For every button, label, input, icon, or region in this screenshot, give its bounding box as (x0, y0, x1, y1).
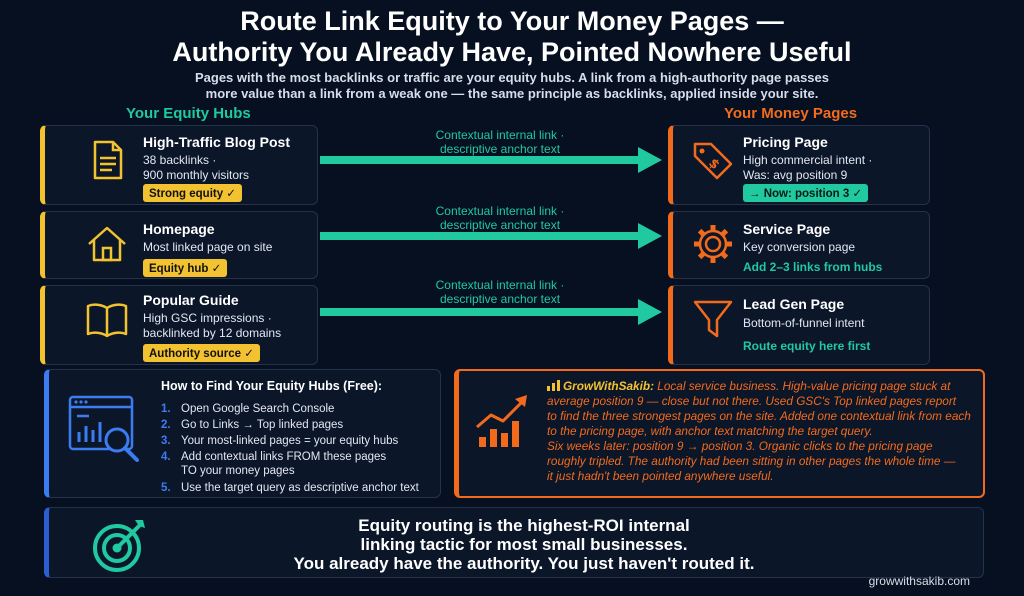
funnel-icon (693, 300, 733, 338)
link-label-line-1: Contextual internal link · (435, 128, 565, 142)
money-title: Pricing Page (743, 134, 828, 150)
step-text: TO your money pages (181, 465, 295, 477)
analytics-search-icon (68, 395, 139, 462)
gear-icon (694, 225, 732, 263)
target-icon (93, 520, 145, 572)
case-line: it just hadn't been pointed anywhere use… (547, 469, 774, 483)
home-icon (88, 226, 126, 262)
money-title: Service Page (743, 221, 831, 237)
step-text: Use the target query as descriptive anch… (181, 482, 419, 494)
hub-detail-line-1: 38 backlinks · (143, 153, 217, 167)
money-badge: → Now: position 3 ✓ (743, 184, 869, 202)
arrow-guide-to-leadgen (320, 299, 662, 325)
link-label-line-1: Contextual internal link · (435, 204, 565, 218)
money-heading: Your Money Pages (724, 105, 858, 122)
arrow-blog-to-pricing (320, 147, 662, 173)
case-line: average position 9 — close but not there… (547, 394, 957, 408)
link-label-line-2: descriptive anchor text (439, 142, 561, 156)
case-line: roughly tripled. The authority had been … (547, 454, 956, 468)
money-action: Route equity here first (743, 339, 871, 353)
money-detail: Key conversion page (743, 240, 856, 254)
link-label: Contextual internal link · descriptive a… (390, 204, 610, 232)
hub-detail: 38 backlinks · 900 monthly visitors (143, 153, 249, 183)
subtitle: Pages with the most backlinks or traffic… (60, 70, 964, 102)
hub-badge: Authority source ✓ (143, 344, 260, 362)
link-label-line-2: descriptive anchor text (439, 218, 561, 232)
title-line-2: Authority You Already Have, Pointed Nowh… (172, 37, 852, 67)
hub-title: High-Traffic Blog Post (143, 134, 290, 150)
step-number: 1. (161, 403, 171, 415)
takeaway-line-2: linking tactic for most small businesses… (360, 535, 688, 554)
case-line: to the pricing page, with anchor text ma… (547, 424, 873, 438)
hub-detail: High GSC impressions · backlinked by 12 … (143, 311, 281, 341)
link-label-line-1: Contextual internal link · (435, 278, 565, 292)
link-label: Contextual internal link · descriptive a… (390, 278, 610, 306)
hub-badge: Equity hub ✓ (143, 259, 228, 277)
hub-card-blog-post: High-Traffic Blog Post 38 backlinks · 90… (40, 125, 318, 205)
hub-detail-line-2: backlinked by 12 domains (143, 326, 282, 340)
step-number: 2. (161, 419, 171, 431)
money-action: Add 2–3 links from hubs (743, 260, 883, 274)
howto-panel: How to Find Your Equity Hubs (Free): 1. O… (44, 369, 441, 498)
step-text: Go to Links → Top linked pages (181, 419, 344, 431)
case-line-text: Local service business. High-value prici… (657, 379, 951, 393)
hub-detail: Most linked page on site (143, 240, 273, 254)
growth-chart-icon (476, 395, 527, 447)
case-line: to find the three strongest pages on the… (547, 409, 971, 423)
money-title: Lead Gen Page (743, 296, 845, 312)
title-line-1: Route Link Equity to Your Money Pages — (240, 6, 784, 36)
step-number: 3. (161, 435, 171, 447)
money-detail: High commercial intent · Was: avg positi… (743, 153, 872, 183)
howto-title: How to Find Your Equity Hubs (Free): (161, 379, 383, 393)
money-detail: Bottom-of-funnel intent (743, 316, 865, 330)
hub-detail-line-2: 900 monthly visitors (143, 168, 250, 182)
step-text: Your most-linked pages = your equity hub… (181, 435, 399, 447)
step-number: 5. (161, 482, 171, 494)
step-text: Add contextual links FROM these pages (181, 451, 387, 463)
site-url: growwithsakib.com (868, 574, 970, 588)
price-tag-icon: $ (693, 142, 733, 180)
case-study-panel: GrowWithSakib: Local service business. H… (454, 369, 985, 498)
subtitle-line-2: more value than a link from a weak one —… (205, 86, 819, 101)
hub-card-homepage: Homepage Most linked page on site Equity… (40, 211, 318, 279)
step-text: Open Google Search Console (181, 403, 335, 415)
link-arrows (320, 147, 662, 325)
step-number: 4. (161, 451, 171, 463)
hubs-heading: Your Equity Hubs (126, 105, 251, 122)
case-brand: GrowWithSakib: (563, 379, 654, 393)
case-study-text: GrowWithSakib: Local service business. H… (547, 379, 979, 484)
case-line: GrowWithSakib: Local service business. H… (547, 379, 979, 394)
link-label-line-2: descriptive anchor text (439, 292, 561, 306)
document-icon (93, 140, 123, 180)
takeaway-banner: Equity routing is the highest-ROI intern… (44, 507, 984, 578)
hub-detail-line-1: High GSC impressions · (143, 311, 272, 325)
money-detail-line-2: Was: avg position 9 (743, 168, 848, 182)
link-label: Contextual internal link · descriptive a… (390, 128, 610, 156)
money-card-lead-gen: Lead Gen Page Bottom-of-funnel intent Ro… (668, 285, 930, 365)
takeaway-line-3: You already have the authority. You just… (293, 554, 755, 573)
arrow-homepage-to-service (320, 223, 662, 249)
hub-card-popular-guide: Popular Guide High GSC impressions · bac… (40, 285, 318, 365)
page-title: Route Link Equity to Your Money Pages — … (0, 6, 1024, 68)
takeaway-line-1: Equity routing is the highest-ROI intern… (358, 516, 690, 535)
case-line: Six weeks later: position 9 → position 3… (547, 439, 933, 453)
money-detail-line-1: High commercial intent · (743, 153, 873, 167)
hub-title: Popular Guide (143, 292, 239, 308)
hub-badge: Strong equity ✓ (143, 184, 242, 202)
money-card-service: Service Page Key conversion page Add 2–3… (668, 211, 930, 279)
takeaway-text: Equity routing is the highest-ROI intern… (199, 516, 849, 573)
money-card-pricing: $ Pricing Page High commercial intent · … (668, 125, 930, 205)
subtitle-line-1: Pages with the most backlinks or traffic… (194, 70, 829, 85)
hub-title: Homepage (143, 221, 215, 237)
bar-chart-icon (547, 380, 560, 391)
book-icon (86, 303, 128, 338)
